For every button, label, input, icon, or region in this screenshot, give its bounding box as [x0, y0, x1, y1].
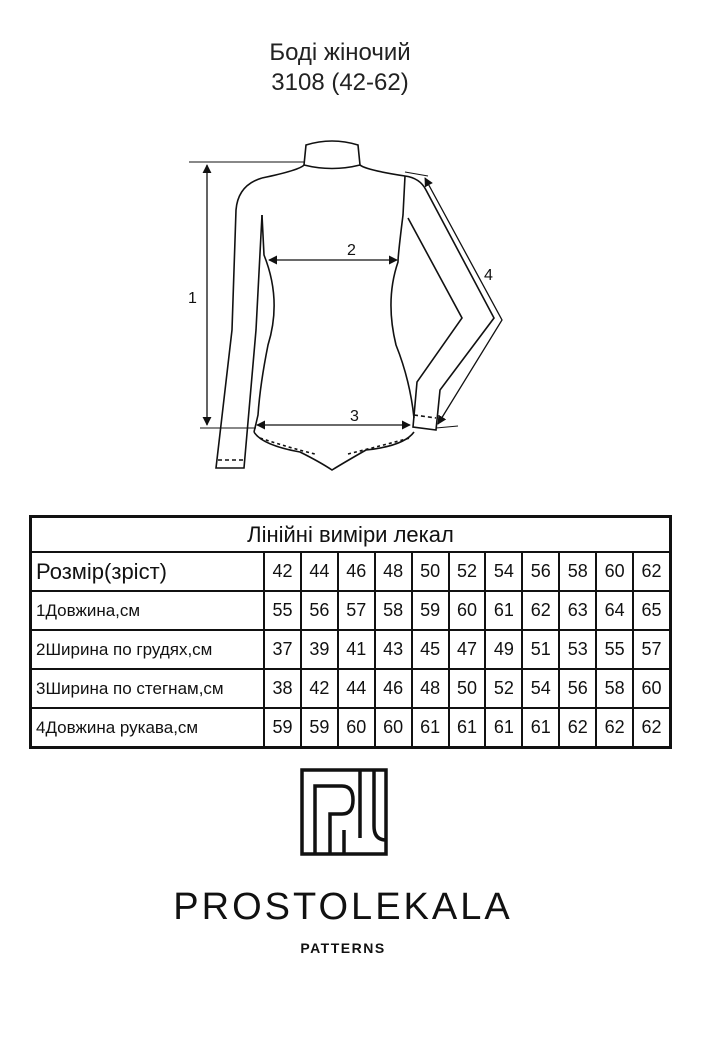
value-cell: 56: [302, 592, 339, 629]
value-cell: 57: [641, 639, 662, 659]
value-cell: 63: [560, 592, 598, 629]
measure-4-arrow: [424, 177, 503, 425]
value-cell: 61: [486, 709, 524, 746]
table-header: Лінійні виміри лекал: [32, 518, 669, 553]
left-side-seam: [253, 214, 275, 433]
value-cell: 43: [376, 631, 413, 668]
measure-2-label: 2: [347, 242, 356, 259]
measure-4-bottom-guide: [435, 425, 459, 429]
value-cell: 61: [486, 592, 524, 629]
right-sleeve-outline: [404, 175, 495, 431]
value-cell: 42: [302, 670, 339, 707]
bodysuit-sketch: 1 2 3 4: [188, 140, 503, 471]
value-cell: 41: [339, 631, 376, 668]
value-cell: 57: [339, 592, 376, 629]
size-cell: 46: [339, 553, 376, 590]
document-title: Боді жіночий 3108 (42-62): [0, 38, 680, 98]
measure-4-top-guide: [404, 171, 429, 177]
value-cell: 60: [339, 709, 376, 746]
leg-opening-stitch-right: [347, 437, 411, 455]
value-cell: 64: [597, 592, 635, 629]
value-cell: 38: [265, 670, 302, 707]
crotch-outline: [253, 431, 415, 471]
brand-logo: [300, 768, 388, 856]
value-cell: 60: [450, 592, 487, 629]
value-cell: 46: [376, 670, 413, 707]
value-cell: 52: [486, 670, 524, 707]
title-line-2: 3108 (42-62): [271, 69, 409, 96]
row-label: 2Ширина по грудях,см: [32, 631, 265, 668]
size-cell: 58: [560, 553, 598, 590]
size-cell: 44: [302, 553, 339, 590]
leg-opening-stitch-left: [259, 437, 316, 455]
value-cell: 45: [413, 631, 450, 668]
row-label: 3Ширина по стегнам,см: [32, 670, 265, 707]
value-cell: 49: [486, 631, 524, 668]
value-cell: 62: [641, 717, 662, 737]
value-cell: 62: [597, 709, 635, 746]
brand-name: PROSTOLEKALA: [173, 886, 513, 928]
measure-3-label: 3: [350, 408, 359, 425]
value-cell: 59: [413, 592, 450, 629]
value-cell: 61: [413, 709, 450, 746]
value-cell: 61: [523, 709, 561, 746]
left-shoulder-line: [261, 164, 305, 179]
value-cell: 60: [641, 678, 662, 698]
brand-subtitle: PATTERNS: [300, 940, 386, 956]
value-cell: 59: [302, 709, 339, 746]
size-cell: 60: [597, 553, 635, 590]
value-cell: 54: [523, 670, 561, 707]
value-cell: 37: [265, 631, 302, 668]
size-cell: 54: [486, 553, 524, 590]
value-cell: 44: [339, 670, 376, 707]
size-cell: 56: [523, 553, 561, 590]
size-cell: 62: [641, 561, 662, 581]
measure-4-label: 4: [484, 267, 493, 284]
value-cell: 55: [597, 631, 635, 668]
value-cell: 51: [523, 631, 561, 668]
value-cell: 58: [597, 670, 635, 707]
row-label: 4Довжина рукава,см: [32, 709, 265, 746]
left-sleeve-outline: [215, 177, 263, 469]
collar-outline: [303, 140, 361, 170]
size-cell: 52: [450, 553, 487, 590]
row-label: 1Довжина,см: [32, 592, 265, 629]
value-cell: 65: [641, 600, 662, 620]
value-cell: 55: [265, 592, 302, 629]
right-cuff-stitch: [413, 414, 437, 419]
right-shoulder-line: [359, 164, 406, 177]
value-cell: 58: [376, 592, 413, 629]
value-cell: 60: [376, 709, 413, 746]
value-cell: 62: [560, 709, 598, 746]
title-line-1: Боді жіночий: [269, 39, 411, 66]
value-cell: 59: [265, 709, 302, 746]
row-label: Розмір(зріст): [32, 553, 265, 590]
value-cell: 48: [413, 670, 450, 707]
value-cell: 47: [450, 631, 487, 668]
size-cell: 48: [376, 553, 413, 590]
size-cell: 50: [413, 553, 450, 590]
size-cell: 42: [265, 553, 302, 590]
value-cell: 39: [302, 631, 339, 668]
value-cell: 62: [523, 592, 561, 629]
right-side-seam: [390, 175, 415, 419]
value-cell: 61: [450, 709, 487, 746]
value-cell: 53: [560, 631, 598, 668]
measure-1-label: 1: [188, 290, 197, 307]
value-cell: 50: [450, 670, 487, 707]
value-cell: 56: [560, 670, 598, 707]
